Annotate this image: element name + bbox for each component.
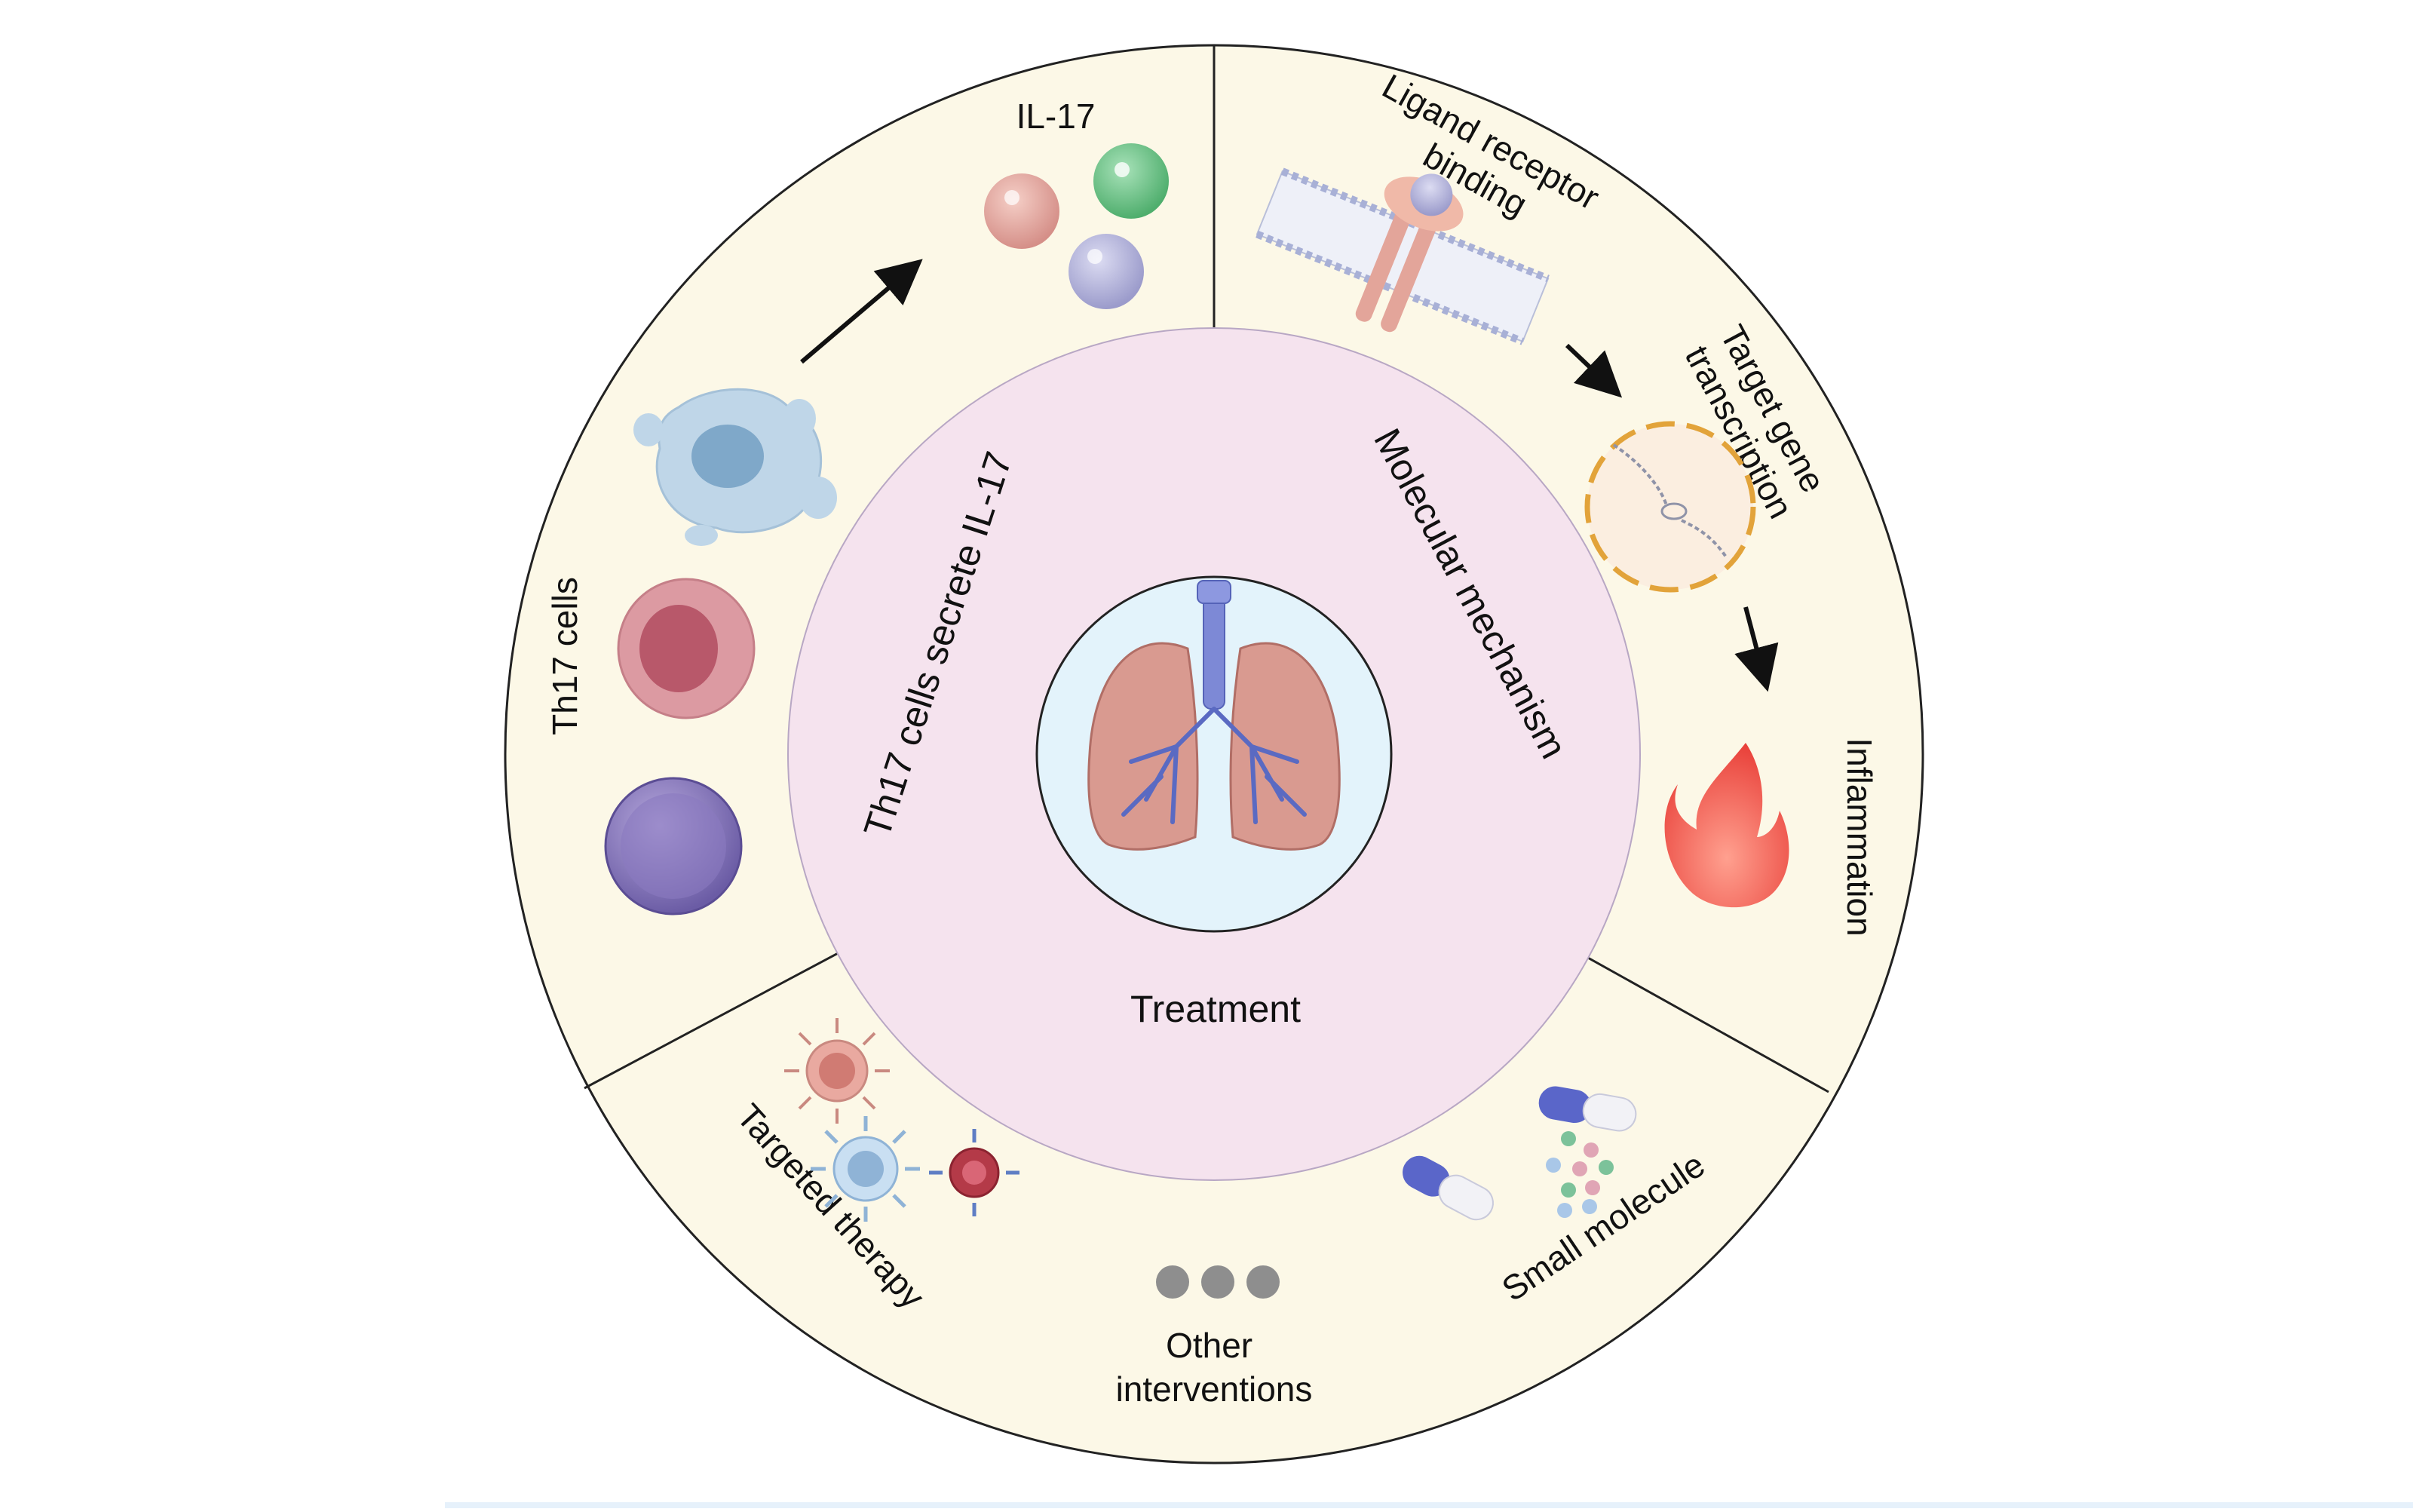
label-other-line2: interventions <box>1116 1369 1313 1409</box>
bottom-strip <box>445 1502 2413 1508</box>
label-other: Other interventions <box>1116 1326 1313 1409</box>
inner-label-treatment: Treatment <box>1130 988 1301 1030</box>
label-th17-cells: Th17 cells <box>545 577 584 735</box>
dots-icon <box>1156 1265 1280 1299</box>
label-other-line1: Other <box>1166 1326 1252 1365</box>
arrow-icon-ligand <box>1565 343 1623 398</box>
label-il17: IL-17 <box>1016 97 1096 136</box>
th17-cell-icon <box>604 388 837 915</box>
label-inflammation: Inflammation <box>1840 738 1879 936</box>
antibody-cell-icon <box>784 1018 1019 1222</box>
arrow-icon-gene <box>1734 606 1779 692</box>
nucleus-icon <box>1584 421 1756 593</box>
membrane-receptor-icon <box>1256 167 1550 345</box>
flame-icon <box>1664 743 1789 908</box>
arrow-icon-th17 <box>800 259 923 364</box>
capsule-icon <box>1403 1086 1637 1221</box>
il17-molecule-icon <box>984 143 1169 309</box>
lungs-icon <box>1087 580 1341 851</box>
